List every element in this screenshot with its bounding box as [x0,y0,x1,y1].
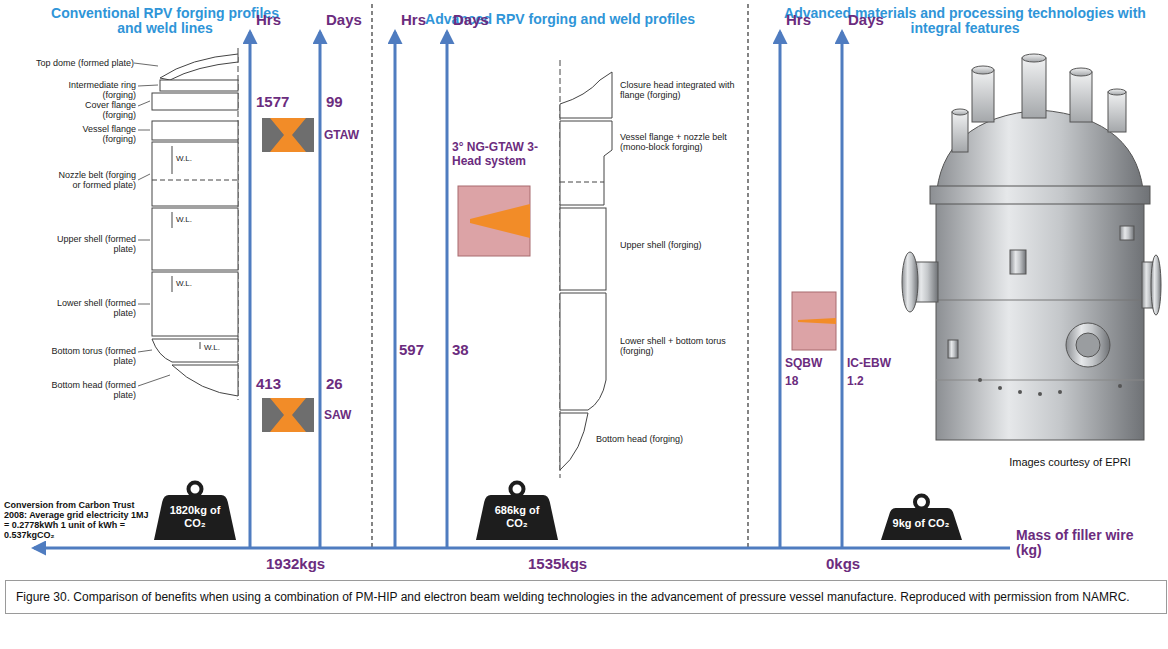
weld-line-label: W.L. [176,216,206,225]
weight-handle [189,483,202,496]
image-credit: Images courtesy of EPRI [985,456,1155,468]
weld-process-label: 3° NG-GTAW 3-Head system [452,140,548,168]
part-label: Vessel flange (forging) [50,124,136,144]
weight-handle [915,496,928,509]
weight-text: 1820kg of CO₂ [166,480,224,530]
axis-arrow [34,32,1010,548]
part-label: Lower shell + bottom torus (forging) [620,336,742,356]
filler-mass-value: 1535kgs [528,556,618,573]
part-label: Upper shell (formed plate) [50,234,136,254]
axis-label: Hrs [401,12,445,29]
value-number: 1577 [256,94,312,111]
figure-caption: Figure 30. Comparison of benefits when u… [5,580,1167,614]
vessel-profile [152,48,238,400]
leader-line [134,63,170,386]
filler-mass-value: 0kgs [826,556,906,573]
vessel-profile [560,60,612,478]
section-heading: Advanced RPV forging and weld profiles [385,12,735,27]
axis-label: Hrs [256,12,306,29]
part-label: Bottom torus (formed plate) [50,346,136,366]
section-divider [372,4,748,548]
weld-process-label: IC-EBW [847,356,907,370]
part-label: Vessel flange + nozzle belt (mono-block … [620,132,742,152]
weld-process-label: 18 [785,374,839,388]
weld-process-label: 1.2 [847,374,907,388]
weld-process-label: SQBW [785,356,839,370]
weight-text: 9kg of CO₂ [892,493,950,530]
weld-joint-icon [792,292,836,350]
part-label: Bottom head (forging) [596,434,718,444]
value-number: 26 [326,376,366,393]
co2-weight: 686kg of CO₂ [476,480,558,540]
weld-line-label: W.L. [176,155,206,164]
part-label: Closure head integrated with flange (for… [620,80,742,100]
part-label: Lower shell (formed plate) [50,298,136,318]
co2-weight: 9kg of CO₂ [881,493,962,540]
weld-process-label: GTAW [324,128,368,142]
value-number: 38 [452,342,492,359]
axis-label: Hrs [786,12,836,29]
weight-handle [511,483,524,496]
filler-mass-value: 1932kgs [266,556,356,573]
conversion-note: Conversion from Carbon Trust 2008: Avera… [4,500,154,540]
weight-shape [881,493,962,540]
axis-label: Days [848,12,904,29]
axis-label: Days [326,12,376,29]
weld-process-label: SAW [324,408,368,422]
part-label: Top dome (formed plate) [4,58,134,68]
weld-line-label: W.L. [204,344,234,353]
section-heading: Advanced materials and processing techno… [770,6,1160,37]
value-number: 597 [399,342,443,359]
weight-text: 686kg of CO₂ [488,480,546,530]
value-number: 413 [256,376,312,393]
axis-title: Mass of filler wire (kg) [1016,528,1156,559]
value-number: 99 [326,94,366,111]
weld-joint-icon [458,186,530,256]
co2-weight: 1820kg of CO₂ [154,480,236,540]
vessel-illustration [902,54,1161,440]
section-heading: Conventional RPV forging profiles and we… [40,6,290,37]
part-label: Bottom head (formed plate) [50,380,136,400]
weld-line-label: W.L. [176,280,206,289]
part-label: Intermediate ring (forging) [50,80,136,100]
part-label: Upper shell (forging) [620,240,742,250]
axis-label: Days [453,12,509,29]
part-label: Cover flange (forging) [50,100,136,120]
part-label: Nozzle belt (forging or formed plate) [50,170,136,190]
